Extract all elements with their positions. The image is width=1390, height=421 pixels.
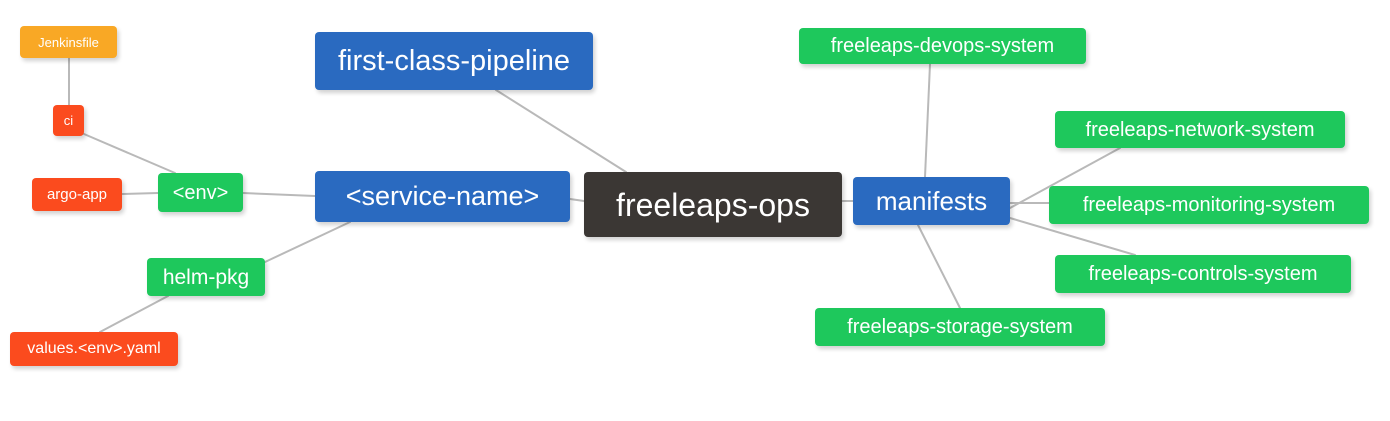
node-helm-pkg[interactable]: helm-pkg xyxy=(147,258,265,296)
node-label-argo-app: argo-app xyxy=(46,186,108,203)
node-label-jenkinsfile: Jenkinsfile xyxy=(38,34,99,50)
node-monitoring-system[interactable]: freeleaps-monitoring-system xyxy=(1049,186,1369,224)
node-label-values-yaml: values.<env>.yaml xyxy=(27,340,161,357)
node-freeleaps-ops[interactable]: freeleaps-ops xyxy=(584,172,842,237)
node-label-env: <env> xyxy=(172,181,229,204)
node-network-system[interactable]: freeleaps-network-system xyxy=(1055,111,1345,148)
edge-helm-pkg-to-values-yaml xyxy=(99,295,169,333)
node-label-freeleaps-ops: freeleaps-ops xyxy=(616,186,810,223)
edge-manifests-to-devops-system xyxy=(924,63,931,178)
node-label-monitoring-system: freeleaps-monitoring-system xyxy=(1082,194,1336,216)
edge-first-class-pipeline-to-freeleaps-ops xyxy=(495,89,627,173)
node-first-class-pipeline[interactable]: first-class-pipeline xyxy=(315,32,593,90)
edge-ci-to-env xyxy=(83,133,176,174)
node-label-devops-system: freeleaps-devops-system xyxy=(830,35,1055,57)
node-jenkinsfile[interactable]: Jenkinsfile xyxy=(20,26,117,58)
node-ci[interactable]: ci xyxy=(53,105,84,136)
node-storage-system[interactable]: freeleaps-storage-system xyxy=(815,308,1105,346)
node-label-first-class-pipeline: first-class-pipeline xyxy=(337,44,571,77)
node-devops-system[interactable]: freeleaps-devops-system xyxy=(799,28,1086,64)
node-controls-system[interactable]: freeleaps-controls-system xyxy=(1055,255,1351,293)
node-label-controls-system: freeleaps-controls-system xyxy=(1088,263,1318,285)
node-label-manifests: manifests xyxy=(875,186,988,216)
node-label-storage-system: freeleaps-storage-system xyxy=(847,316,1073,338)
node-env[interactable]: <env> xyxy=(158,173,243,212)
node-service-name[interactable]: <service-name> xyxy=(315,171,570,222)
node-manifests[interactable]: manifests xyxy=(853,177,1010,225)
edge-argo-app-to-env xyxy=(121,192,159,195)
node-argo-app[interactable]: argo-app xyxy=(32,178,122,211)
node-label-helm-pkg: helm-pkg xyxy=(162,265,250,289)
node-values-yaml[interactable]: values.<env>.yaml xyxy=(10,332,178,366)
edge-service-name-to-helm-pkg xyxy=(264,221,351,263)
node-label-service-name: <service-name> xyxy=(345,181,540,211)
edge-manifests-to-storage-system xyxy=(917,224,961,309)
edge-env-to-service-name xyxy=(242,192,316,197)
node-label-network-system: freeleaps-network-system xyxy=(1085,118,1315,141)
node-label-ci: ci xyxy=(63,113,74,128)
edge-service-name-to-freeleaps-ops xyxy=(569,198,585,202)
